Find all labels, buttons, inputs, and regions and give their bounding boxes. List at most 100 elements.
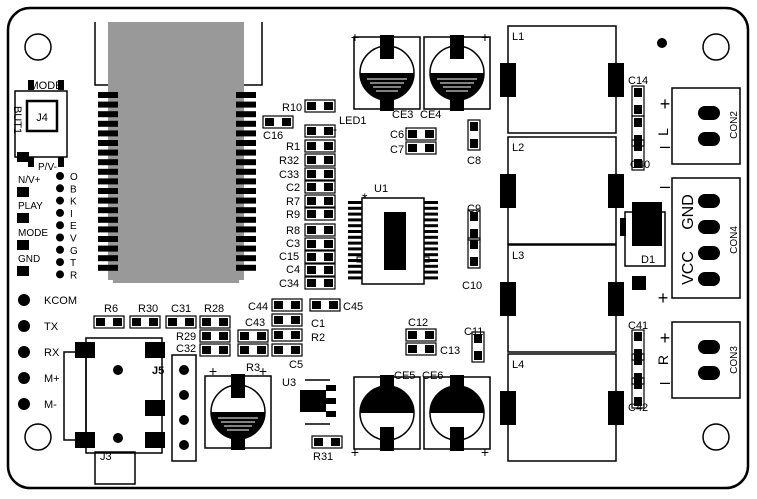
- connector-con3: CON3 + – R: [655, 321, 741, 399]
- label-l-channel: L: [655, 128, 671, 136]
- wifi-module: [94, 22, 263, 283]
- diode-d1: D1: [620, 202, 666, 290]
- left-pin-label: KCOM: [44, 295, 77, 307]
- config-letter: I: [70, 209, 73, 220]
- label-c34: C34: [279, 278, 299, 290]
- button-pin-pad: [17, 266, 29, 276]
- smd-part: [304, 237, 336, 251]
- config-dot: [56, 258, 64, 267]
- config-letter: G: [70, 246, 78, 257]
- con2-plus: +: [660, 94, 671, 114]
- label-r10: R10: [282, 102, 302, 114]
- left-pin-label: RX: [44, 347, 60, 359]
- con4-minus: –: [660, 176, 670, 196]
- audio-jack-j3: J3: [63, 337, 165, 485]
- label-c5: C5: [289, 359, 303, 371]
- fiducial-dot: [657, 38, 667, 48]
- label-c33: C33: [279, 169, 299, 181]
- smd-passives: [93, 85, 645, 449]
- inductor-l4: L4: [500, 353, 624, 462]
- label-j5: J5: [152, 365, 164, 377]
- connector-con2: CON2 + – L: [655, 87, 741, 165]
- polarity-plus-mark: +: [259, 363, 267, 379]
- misc-polarity-marks: -: [333, 122, 337, 136]
- label-j3: J3: [100, 451, 112, 463]
- button-pin-pad: [17, 240, 29, 250]
- smd-part: [129, 315, 161, 329]
- label-c9: C9: [467, 203, 481, 215]
- polarity-plus-mark: +: [209, 363, 217, 379]
- label-r28: R28: [204, 303, 224, 315]
- smd-part: [237, 329, 269, 343]
- left-pin-dot: [18, 398, 30, 410]
- smd-part: [405, 328, 437, 342]
- label-c13: C13: [440, 345, 460, 357]
- config-dot: [56, 221, 64, 230]
- label-r3: R3: [246, 362, 260, 374]
- button-pin-label: N/V+: [18, 175, 41, 186]
- config-letter: R: [70, 270, 77, 281]
- config-dot: [56, 233, 64, 242]
- label-c31: C31: [171, 303, 191, 315]
- label-r29: R29: [176, 331, 196, 343]
- button-pin-label: P/V-: [38, 162, 57, 173]
- smd-part: [304, 223, 336, 237]
- cap-ce6: [423, 375, 491, 451]
- label-led1: LED1: [339, 115, 367, 127]
- smd-part: [304, 139, 336, 153]
- smd-part: [405, 141, 437, 155]
- label-con4: CON4: [729, 226, 740, 254]
- button-pin-pad: [17, 213, 29, 223]
- smd-part: [631, 377, 645, 409]
- polarity-plus-mark: +: [481, 444, 489, 460]
- button-pin-label: PLAY: [18, 201, 43, 212]
- smd-part: [467, 119, 481, 151]
- label-c8: C8: [467, 155, 481, 167]
- smd-part: [304, 99, 336, 113]
- label-c11: C11: [464, 326, 483, 338]
- smd-part: [271, 328, 303, 342]
- label-l4: L4: [512, 359, 524, 371]
- label-c14: C14: [628, 75, 648, 87]
- polarity-plus-mark: +: [351, 444, 359, 460]
- smd-part: [304, 124, 336, 138]
- label-con2: CON2: [729, 111, 740, 139]
- left-pin-label: TX: [44, 321, 59, 333]
- label-ce6: CE6: [422, 370, 443, 382]
- polarity-plus-mark: +: [481, 29, 489, 45]
- label-c3: C3: [286, 238, 300, 250]
- label-c16: C16: [263, 130, 283, 142]
- button-pin-label: GND: [18, 254, 40, 265]
- smd-part: [271, 313, 303, 327]
- label-r32: R32: [279, 155, 299, 167]
- label-c7: C7: [390, 144, 404, 156]
- label-c12: C12: [408, 317, 428, 329]
- smd-part: [304, 250, 336, 264]
- inductor-l2: L2: [500, 136, 624, 245]
- smd-part: [405, 127, 437, 141]
- regulator-u3: U3: [282, 377, 336, 425]
- config-letter: V: [70, 234, 77, 245]
- smd-part: [309, 298, 341, 312]
- inductor-l1: L1: [500, 25, 624, 134]
- smd-part: [304, 207, 336, 221]
- label-ce5: CE5: [394, 370, 415, 382]
- label-r31: R31: [313, 451, 333, 463]
- left-pin-label: M-: [44, 399, 57, 411]
- smd-part: [199, 329, 231, 343]
- smd-part: [199, 315, 231, 329]
- smd-part: [405, 342, 437, 356]
- label-c41: C41: [628, 320, 648, 332]
- label-c40: C40: [630, 159, 650, 171]
- label-u1: U1: [374, 183, 388, 195]
- mounting-holes: [24, 33, 730, 451]
- label-r8: R8: [286, 225, 300, 237]
- con3-minus: –: [660, 372, 670, 392]
- smd-part: [304, 180, 336, 194]
- smd-part: [271, 343, 303, 357]
- config-dot: [56, 196, 64, 205]
